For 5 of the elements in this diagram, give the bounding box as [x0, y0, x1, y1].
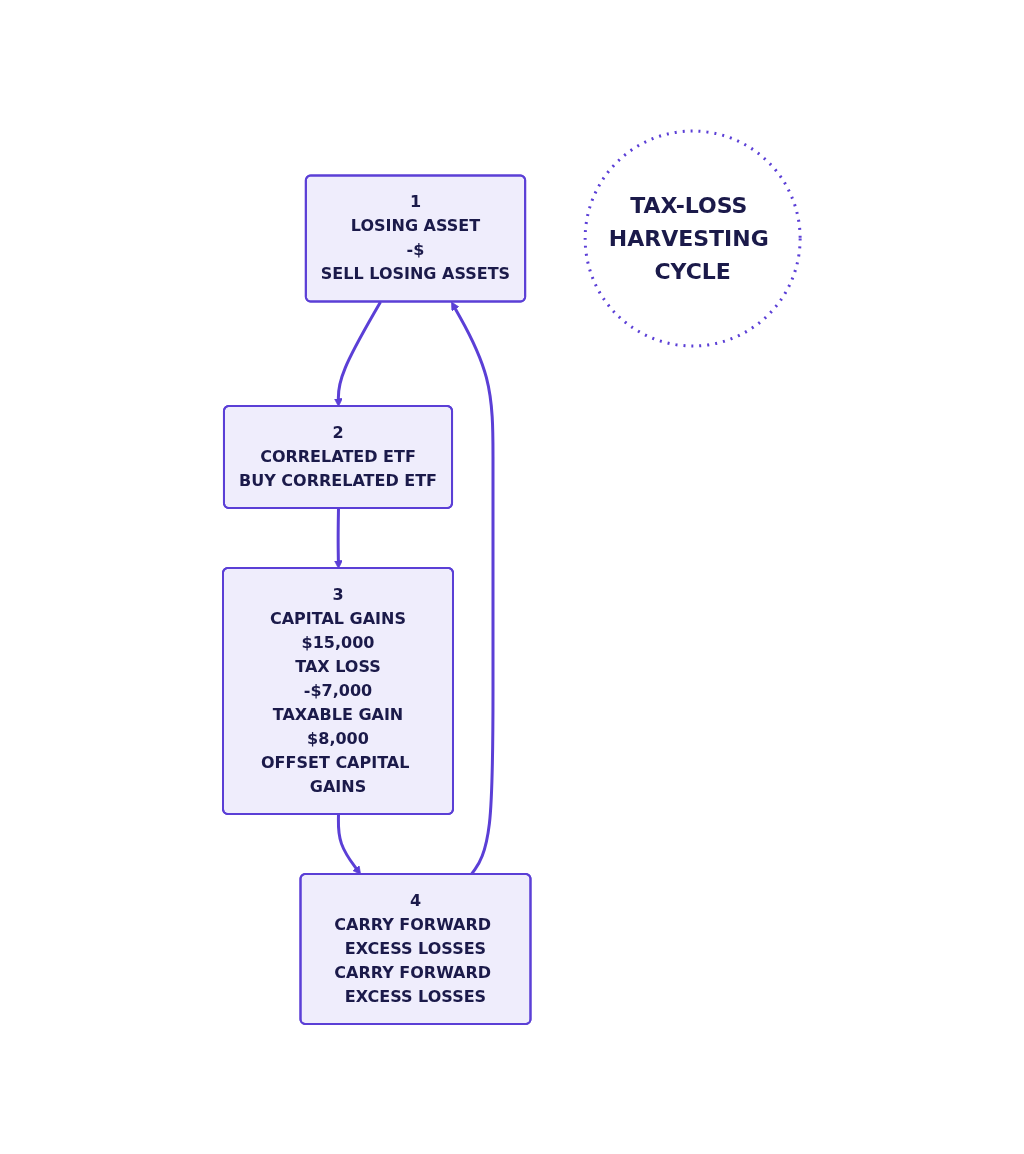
- arrow: [451, 301, 495, 875]
- arrow: [334, 507, 344, 569]
- arrow: [337, 813, 362, 875]
- arrow: [334, 300, 383, 407]
- node-circle: TAX-LOSS HARVESTING CYCLE: [584, 129, 803, 347]
